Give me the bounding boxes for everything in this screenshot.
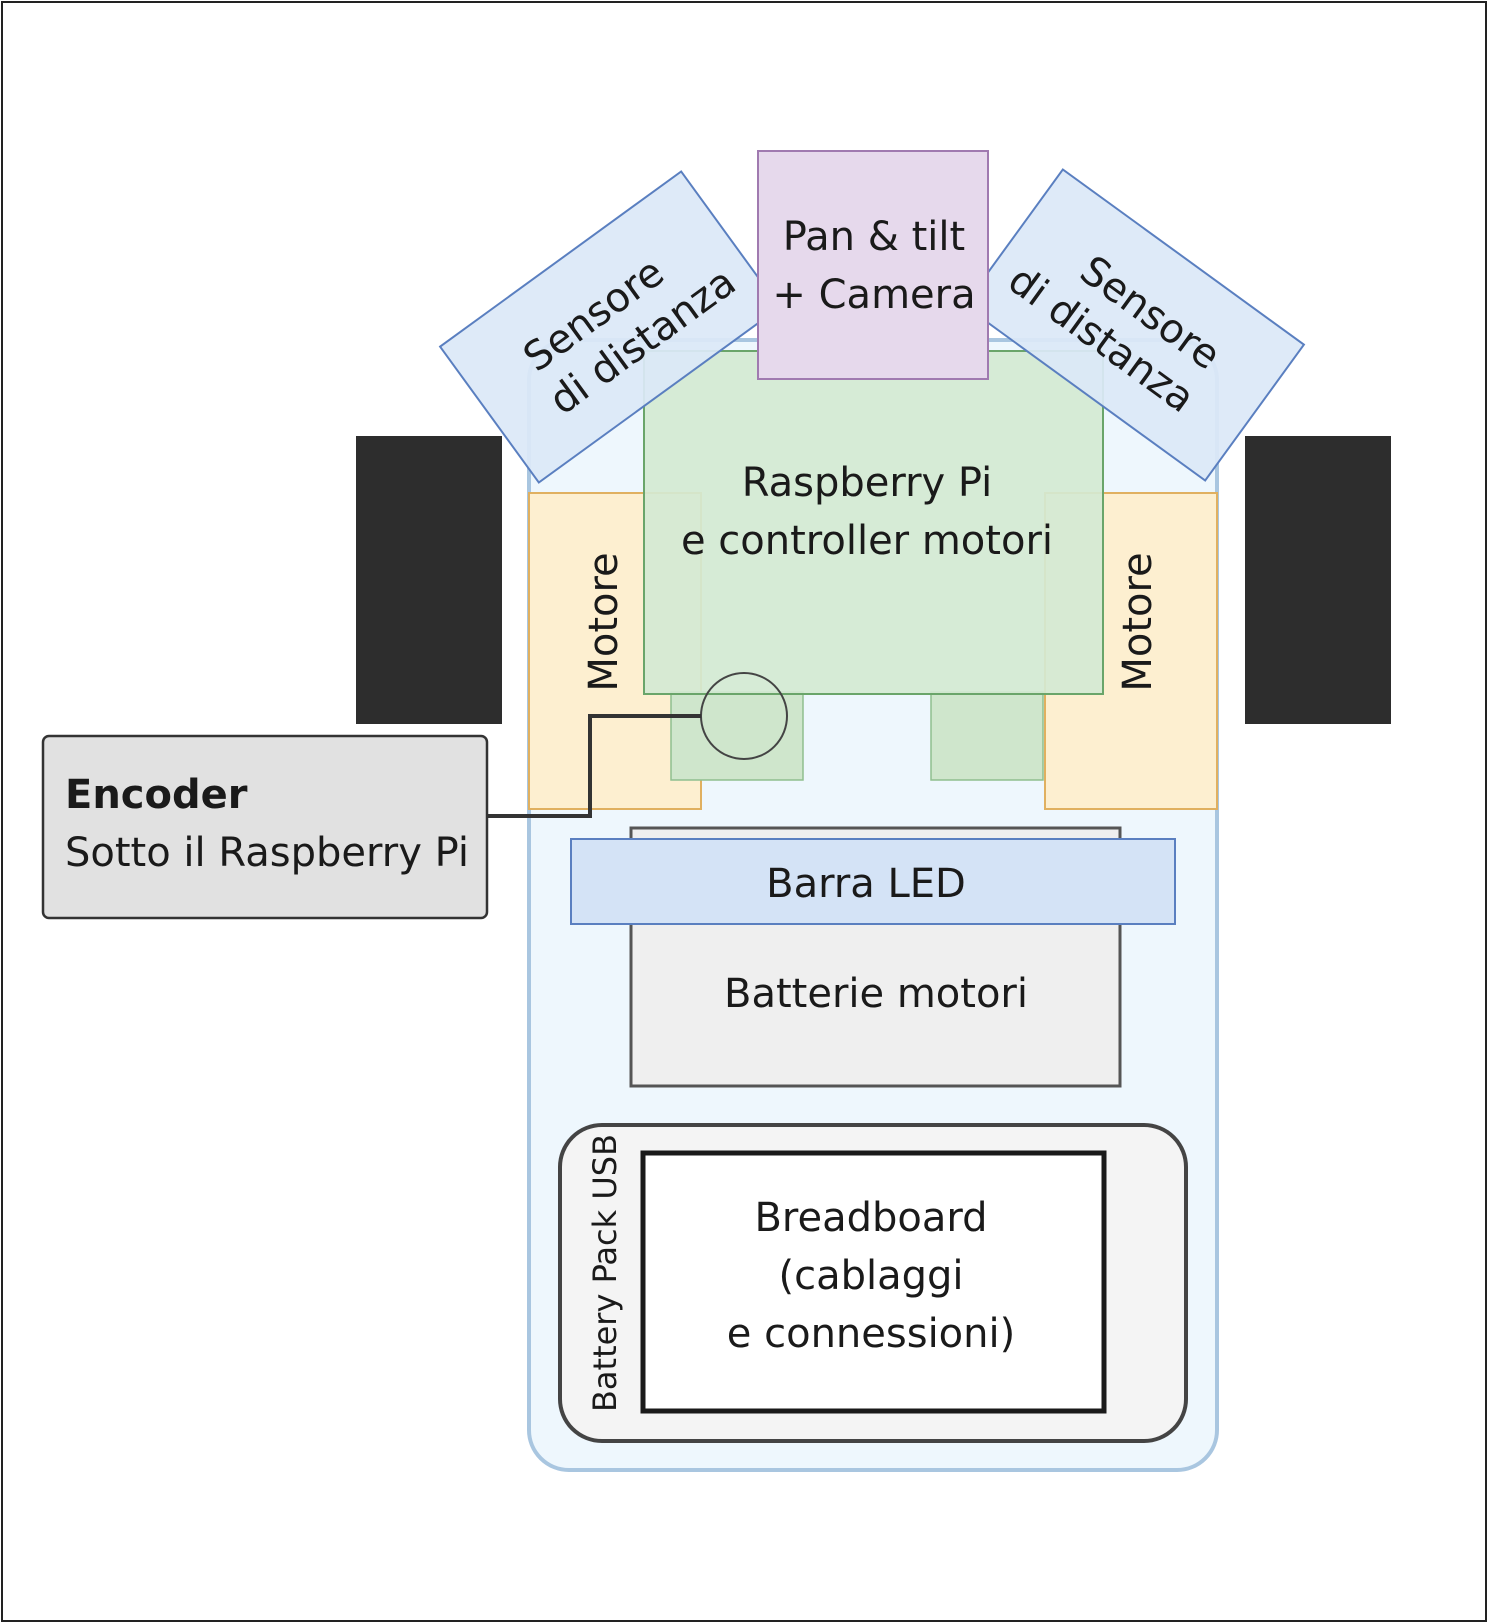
breadboard-line3: e connessioni): [727, 1311, 1015, 1357]
camera-label-line2: + Camera: [772, 272, 975, 318]
motor-right-label: Motore: [1115, 552, 1161, 691]
breadboard-line2: (cablaggi: [778, 1253, 963, 1299]
encoder-callout: Encoder Sotto il Raspberry Pi: [41, 734, 489, 920]
encoder-subtitle: Sotto il Raspberry Pi: [65, 830, 469, 876]
encoder-callout-line: [488, 714, 701, 818]
camera-label-line1: Pan & tilt: [783, 214, 965, 260]
raspberry-label-line2: e controller motori: [681, 518, 1053, 564]
distance-sensor-left: Sensore di distanza: [438, 170, 782, 484]
encoder-title: Encoder: [65, 772, 248, 818]
usb-battery-label: Battery Pack USB: [586, 1134, 624, 1412]
pan-tilt-camera: Pan & tilt + Camera: [757, 150, 989, 380]
wheel-left: [356, 436, 502, 724]
breadboard: Breadboard (cablaggi e connessioni): [640, 1150, 1107, 1414]
wheel-right: [1245, 436, 1391, 724]
motor-batteries-label: Batterie motori: [724, 971, 1028, 1017]
encoder-tab-left: [670, 691, 804, 781]
led-bar-label: Barra LED: [766, 861, 966, 907]
motor-left-label: Motore: [581, 552, 627, 691]
encoder-tab-right: [930, 691, 1044, 781]
raspberry-label-line1: Raspberry Pi: [742, 460, 993, 506]
raspberry-pi-board: Raspberry Pi e controller motori: [643, 350, 1104, 695]
led-bar: Barra LED: [570, 838, 1176, 925]
breadboard-line1: Breadboard: [754, 1195, 987, 1241]
distance-sensor-right: Sensore di distanza: [962, 168, 1306, 482]
